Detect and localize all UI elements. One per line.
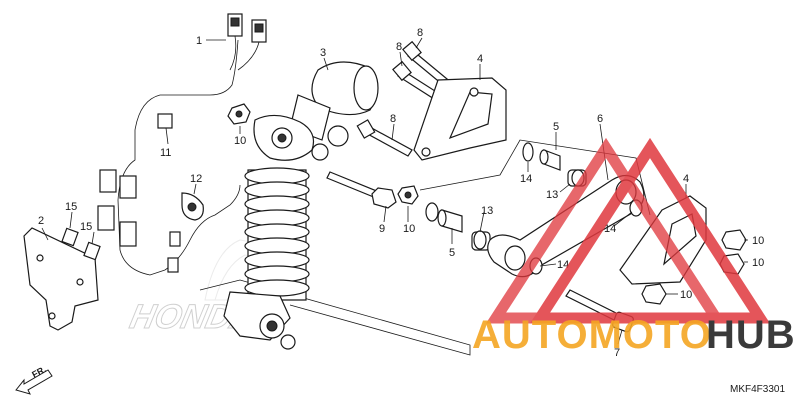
leader-lines	[41, 37, 748, 345]
callout-1: 1	[196, 35, 202, 47]
callout-3: 3	[320, 47, 326, 59]
spring-coils	[244, 167, 310, 297]
callout-5b: 5	[449, 247, 455, 259]
callout-10e: 10	[680, 289, 692, 301]
callout-4a: 4	[477, 53, 483, 65]
callout-10c: 10	[752, 235, 764, 247]
callout-9: 9	[379, 223, 385, 235]
assembly-outline	[199, 279, 471, 356]
callout-13a: 13	[546, 189, 558, 201]
callout-15b: 15	[80, 221, 92, 233]
nut-10-top	[227, 103, 251, 125]
nut-10-bottom	[641, 283, 667, 305]
callout-14a: 14	[520, 173, 532, 185]
collar-5-mid	[437, 209, 463, 233]
callout-8b: 8	[396, 41, 402, 53]
callout-12: 12	[190, 173, 202, 185]
callout-11: 11	[160, 147, 171, 159]
nut-10-right-a	[721, 229, 747, 251]
nut-10-mid	[397, 185, 419, 205]
callout-14c: 14	[604, 223, 616, 235]
clip-b	[83, 241, 101, 261]
callout-13b: 13	[481, 205, 493, 217]
callout-10d: 10	[752, 257, 764, 269]
callout-4b: 4	[683, 173, 689, 185]
watermark-logo: AUTOMOTO HUB	[472, 137, 796, 357]
shock-absorber	[223, 61, 379, 350]
watermark-triangle-icon	[485, 137, 771, 324]
callout-6: 6	[597, 113, 603, 125]
callout-10b: 10	[403, 223, 415, 235]
bolt-9	[326, 171, 397, 209]
callout-15a: 15	[65, 201, 77, 213]
callout-8c: 8	[390, 113, 396, 125]
collar-5-upper	[539, 149, 561, 171]
bracket-plate	[23, 227, 99, 331]
watermark-text-automoto: AUTOMOTO	[472, 313, 712, 357]
callout-7: 7	[614, 347, 620, 359]
wiring-harness	[97, 13, 267, 276]
callout-labels: 1 2 3 4 4 5 5 6 7 8 8 8 9 10 10 10 10 10…	[38, 27, 764, 359]
front-direction-arrow: FR.	[15, 364, 53, 395]
callout-2: 2	[38, 215, 44, 227]
seal-14-upper	[522, 142, 534, 162]
clip-a	[61, 227, 79, 247]
watermark-text-hub: HUB	[706, 313, 796, 357]
upper-assembly-outline	[419, 139, 651, 216]
callout-8a: 8	[417, 27, 423, 39]
callout-10a: 10	[234, 135, 246, 147]
drawing-code: MKF4F3301	[730, 384, 785, 395]
callout-5a: 5	[553, 121, 559, 133]
seal-14-mid	[425, 202, 439, 222]
